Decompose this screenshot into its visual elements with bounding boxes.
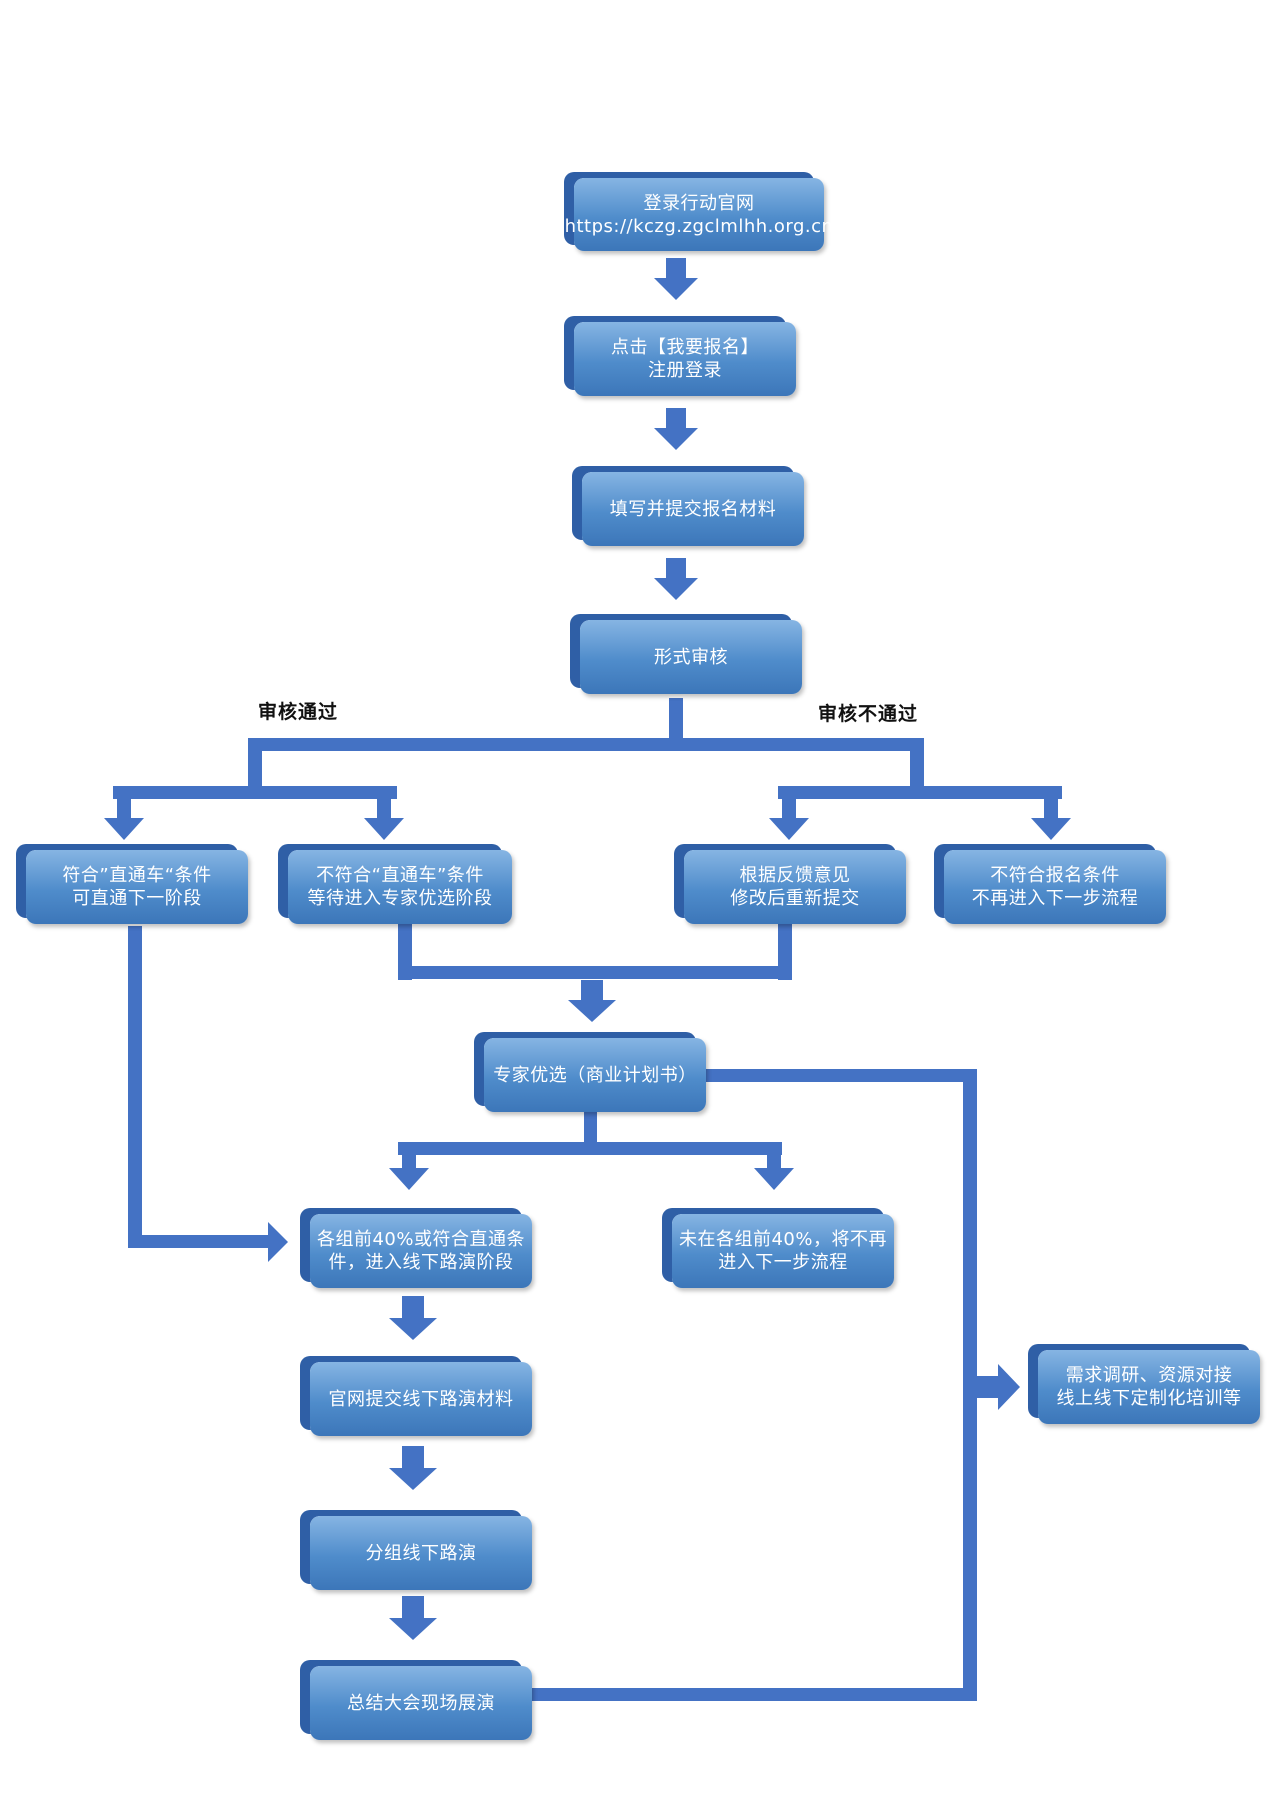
connector-line	[398, 966, 792, 979]
login-node: 登录行动官网 https://kczg.zgclmlhh.org.cn	[565, 178, 833, 251]
top40-node: 各组前40%或符合直通条 件，进入线下路演阶段	[310, 1214, 532, 1288]
not-direct-node: 不符合“直通车”条件 等待进入专家优选阶段	[288, 850, 512, 924]
support-services-node: 需求调研、资源对接 线上线下定制化培训等	[1038, 1350, 1260, 1424]
arrow-down-icon	[654, 258, 698, 300]
review-pass-label: 审核通过	[258, 701, 339, 723]
arrow-right-icon	[268, 1222, 288, 1262]
arrow-down-icon	[754, 1142, 794, 1190]
connector-line	[910, 738, 924, 788]
arrow-down-icon	[568, 980, 616, 1022]
connector-line	[584, 1102, 597, 1142]
group-roadshow-node: 分组线下路演	[310, 1516, 532, 1590]
connector-line	[398, 1142, 782, 1155]
register-node: 点击【我要报名】 注册登录	[574, 322, 796, 396]
arrow-down-icon	[389, 1142, 429, 1190]
connector-line	[530, 1688, 977, 1701]
connector-line	[398, 922, 412, 980]
arrow-right-icon	[977, 1364, 1020, 1410]
summary-showcase-node: 总结大会现场展演	[310, 1666, 532, 1740]
fill-materials-node: 填写并提交报名材料	[582, 472, 804, 546]
arrow-down-icon	[389, 1296, 437, 1340]
arrow-down-icon	[104, 786, 144, 840]
resubmit-node: 根据反馈意见 修改后重新提交	[684, 850, 906, 924]
arrow-down-icon	[769, 786, 809, 840]
connector-line	[248, 738, 262, 788]
submit-roadshow-materials-node: 官网提交线下路演材料	[310, 1362, 532, 1436]
arrow-down-icon	[389, 1446, 437, 1490]
not-top40-node: 未在各组前40%，将不再 进入下一步流程	[672, 1214, 894, 1288]
connector-line	[778, 786, 1062, 799]
formal-review-node: 形式审核	[580, 620, 802, 694]
direct-qualified-node: 符合”直通车“条件 可直通下一阶段	[26, 850, 248, 924]
connector-line	[778, 922, 792, 980]
connector-line	[963, 1069, 977, 1701]
arrow-down-icon	[389, 1596, 437, 1640]
arrow-down-icon	[654, 558, 698, 600]
arrow-down-icon	[654, 408, 698, 450]
arrow-down-icon	[364, 786, 404, 840]
review-fail-label: 审核不通过	[818, 703, 919, 725]
expert-selection-node: 专家优选（商业计划书）	[484, 1038, 706, 1112]
connector-line	[128, 1235, 270, 1248]
rejected-node: 不符合报名条件 不再进入下一步流程	[944, 850, 1166, 924]
arrow-down-icon	[1031, 786, 1071, 840]
connector-line	[669, 698, 683, 740]
connector-line	[248, 738, 924, 751]
connector-line	[706, 1069, 976, 1082]
connector-line	[128, 926, 142, 1248]
connector-line	[113, 786, 397, 799]
